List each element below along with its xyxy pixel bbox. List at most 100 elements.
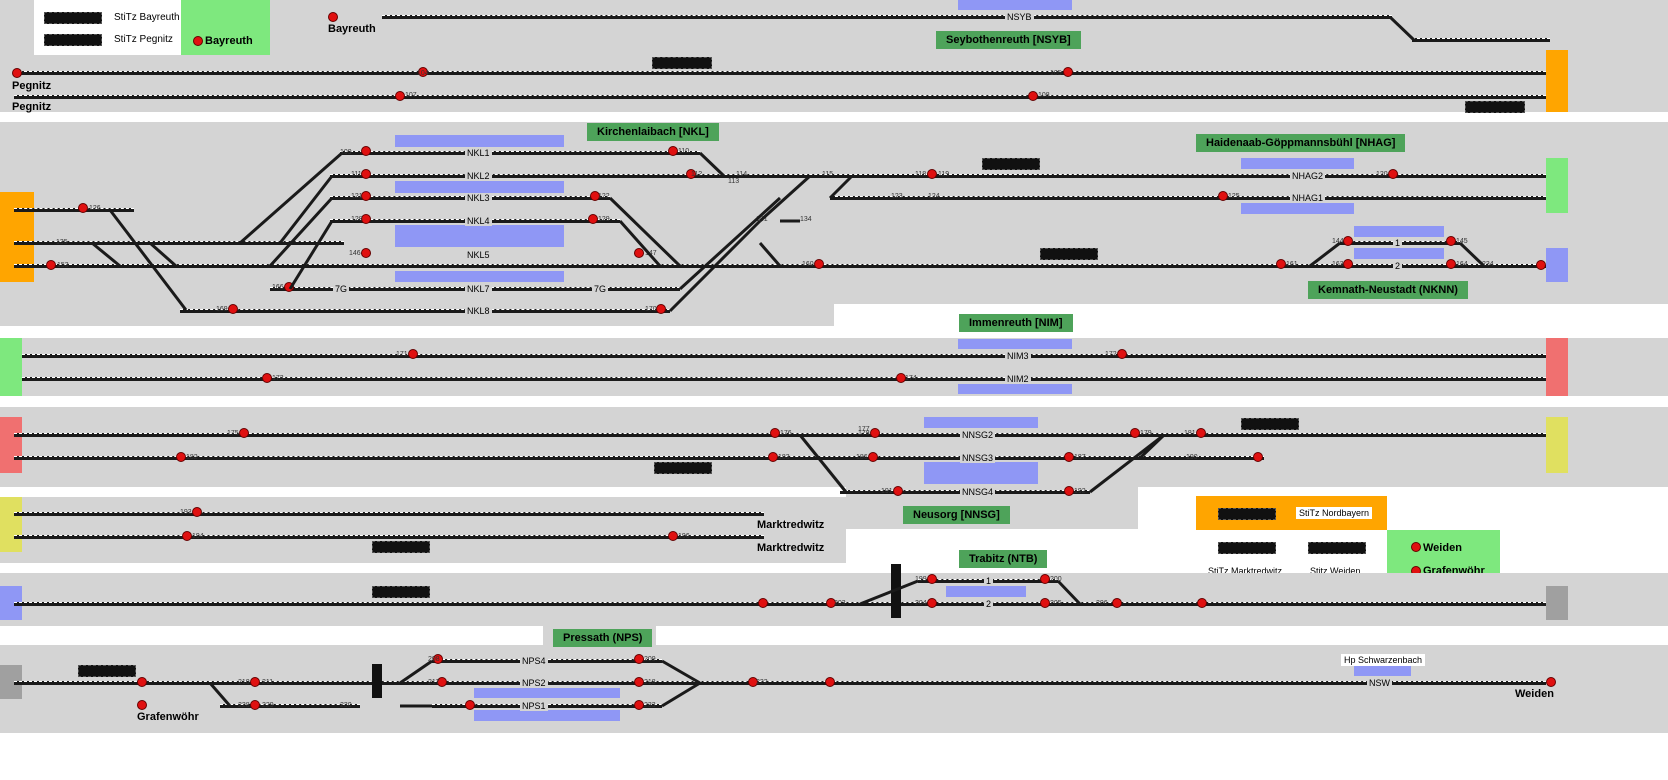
track-nnsg2[interactable] (14, 433, 1546, 437)
signal-187[interactable] (1064, 452, 1074, 462)
track-nim2[interactable] (22, 377, 1546, 381)
signal-182[interactable] (176, 452, 186, 462)
signal-125[interactable] (1218, 191, 1228, 201)
signal-172[interactable] (1117, 349, 1127, 359)
signal-ntb-entry[interactable] (758, 598, 768, 608)
signal-112[interactable] (686, 169, 696, 179)
station-nnsg[interactable]: Neusorg [NNSG] (903, 506, 1010, 524)
signal-145[interactable] (1446, 236, 1456, 246)
signal-181[interactable] (1196, 428, 1206, 438)
signal-206[interactable] (1112, 598, 1122, 608)
signal-146[interactable] (361, 248, 371, 258)
signal-209[interactable] (634, 654, 644, 664)
station-nps[interactable]: Pressath (NPS) (553, 629, 653, 647)
signal-186[interactable] (868, 452, 878, 462)
track-nps2[interactable] (14, 681, 1546, 685)
signal-118[interactable] (927, 169, 937, 179)
signal-147[interactable] (634, 248, 644, 258)
signal-161[interactable] (1276, 259, 1286, 269)
signal-pegnitz[interactable] (12, 68, 22, 78)
track-nnsg3[interactable] (14, 456, 1264, 460)
signal-205[interactable] (1040, 598, 1050, 608)
signal-126[interactable] (78, 203, 88, 213)
station-nsyb[interactable]: Seybothenreuth [NSYB] (936, 31, 1081, 49)
signal-199[interactable] (927, 574, 937, 584)
signal-108[interactable] (1028, 91, 1038, 101)
signal-179[interactable] (1130, 428, 1140, 438)
track-nhag1[interactable] (830, 196, 1546, 200)
signal-153[interactable] (46, 260, 56, 270)
track-nkl2[interactable] (330, 174, 1546, 178)
signal-120[interactable] (1388, 169, 1398, 179)
track-marktredwitz-2[interactable] (14, 535, 764, 539)
signal-105[interactable] (1063, 67, 1073, 77)
track-nim3[interactable] (22, 354, 1546, 358)
platform (958, 339, 1072, 349)
signal-121[interactable] (361, 191, 371, 201)
signal-174[interactable] (896, 373, 906, 383)
legend-station-bayreuth[interactable]: Bayreuth (181, 0, 270, 55)
signal-204[interactable] (927, 598, 937, 608)
signal-144[interactable] (1343, 236, 1353, 246)
signal-203[interactable] (826, 598, 836, 608)
track-nsyb[interactable] (382, 15, 1392, 19)
signal-129[interactable] (588, 214, 598, 224)
signal-111[interactable] (361, 169, 371, 179)
signal-208[interactable] (433, 654, 443, 664)
signal-122[interactable] (590, 191, 600, 201)
station-ntb[interactable]: Trabitz (NTB) (959, 550, 1048, 568)
signal-233[interactable] (634, 700, 644, 710)
signal-191[interactable] (893, 486, 903, 496)
signal-163[interactable] (1343, 259, 1353, 269)
signal-bayreuth[interactable] (328, 12, 338, 22)
track-bayreuth-out[interactable] (1412, 38, 1550, 42)
signal-128[interactable] (361, 214, 371, 224)
track-nkl8[interactable] (180, 309, 670, 313)
signal-176[interactable] (770, 428, 780, 438)
signal-173[interactable] (262, 373, 272, 383)
signal-nps1-entry[interactable] (465, 700, 475, 710)
signal-196[interactable] (668, 531, 678, 541)
signal-110[interactable] (668, 146, 678, 156)
station-nim[interactable]: Immenreuth [NIM] (959, 314, 1073, 332)
signal-228[interactable] (250, 700, 260, 710)
signal-160[interactable] (814, 259, 824, 269)
track-pegnitz-1[interactable] (14, 71, 1546, 75)
signal-nps-exit[interactable] (825, 677, 835, 687)
signal-183[interactable] (768, 452, 778, 462)
station-nhag[interactable]: Haidenaab-Göppmannsbühl [NHAG] (1196, 134, 1406, 152)
signal-218[interactable] (634, 677, 644, 687)
signal-169[interactable] (228, 304, 238, 314)
signal-grafenwoehr[interactable] (137, 700, 147, 710)
signal-192[interactable] (1064, 486, 1074, 496)
signal-ntb-exit[interactable] (1197, 598, 1207, 608)
signal-170[interactable] (656, 304, 666, 314)
signal-weiden[interactable] (1546, 677, 1556, 687)
track-marktredwitz-1[interactable] (14, 512, 764, 516)
signal-178[interactable] (870, 428, 880, 438)
track-ntb-main[interactable] (14, 602, 1546, 606)
signal-193[interactable] (192, 507, 202, 517)
signal-nknn-exit[interactable] (1536, 260, 1546, 270)
signal-164[interactable] (1446, 259, 1456, 269)
signal-107[interactable] (395, 91, 405, 101)
track-grafenwoehr-2[interactable] (220, 704, 360, 708)
station-nknn[interactable]: Kemnath-Neustadt (NKNN) (1308, 281, 1468, 299)
track-nkl5[interactable] (14, 264, 1546, 268)
signal-200[interactable] (1040, 574, 1050, 584)
signal-grafenwoehr-entry[interactable] (137, 677, 147, 687)
signal-166[interactable] (284, 282, 294, 292)
track-pegnitz-2[interactable] (14, 95, 1546, 99)
signal-210[interactable] (250, 677, 260, 687)
station-nkl[interactable]: Kirchenlaibach [NKL] (587, 123, 719, 141)
signal-175[interactable] (239, 428, 249, 438)
signal-104[interactable] (418, 67, 428, 77)
signal-nnsg-exit[interactable] (1253, 452, 1263, 462)
track-nkl1[interactable] (340, 151, 700, 155)
signal-217[interactable] (437, 677, 447, 687)
signal-222[interactable] (748, 677, 758, 687)
signal-194[interactable] (182, 531, 192, 541)
track-left-1[interactable] (14, 208, 134, 212)
signal-109[interactable] (361, 146, 371, 156)
signal-171[interactable] (408, 349, 418, 359)
